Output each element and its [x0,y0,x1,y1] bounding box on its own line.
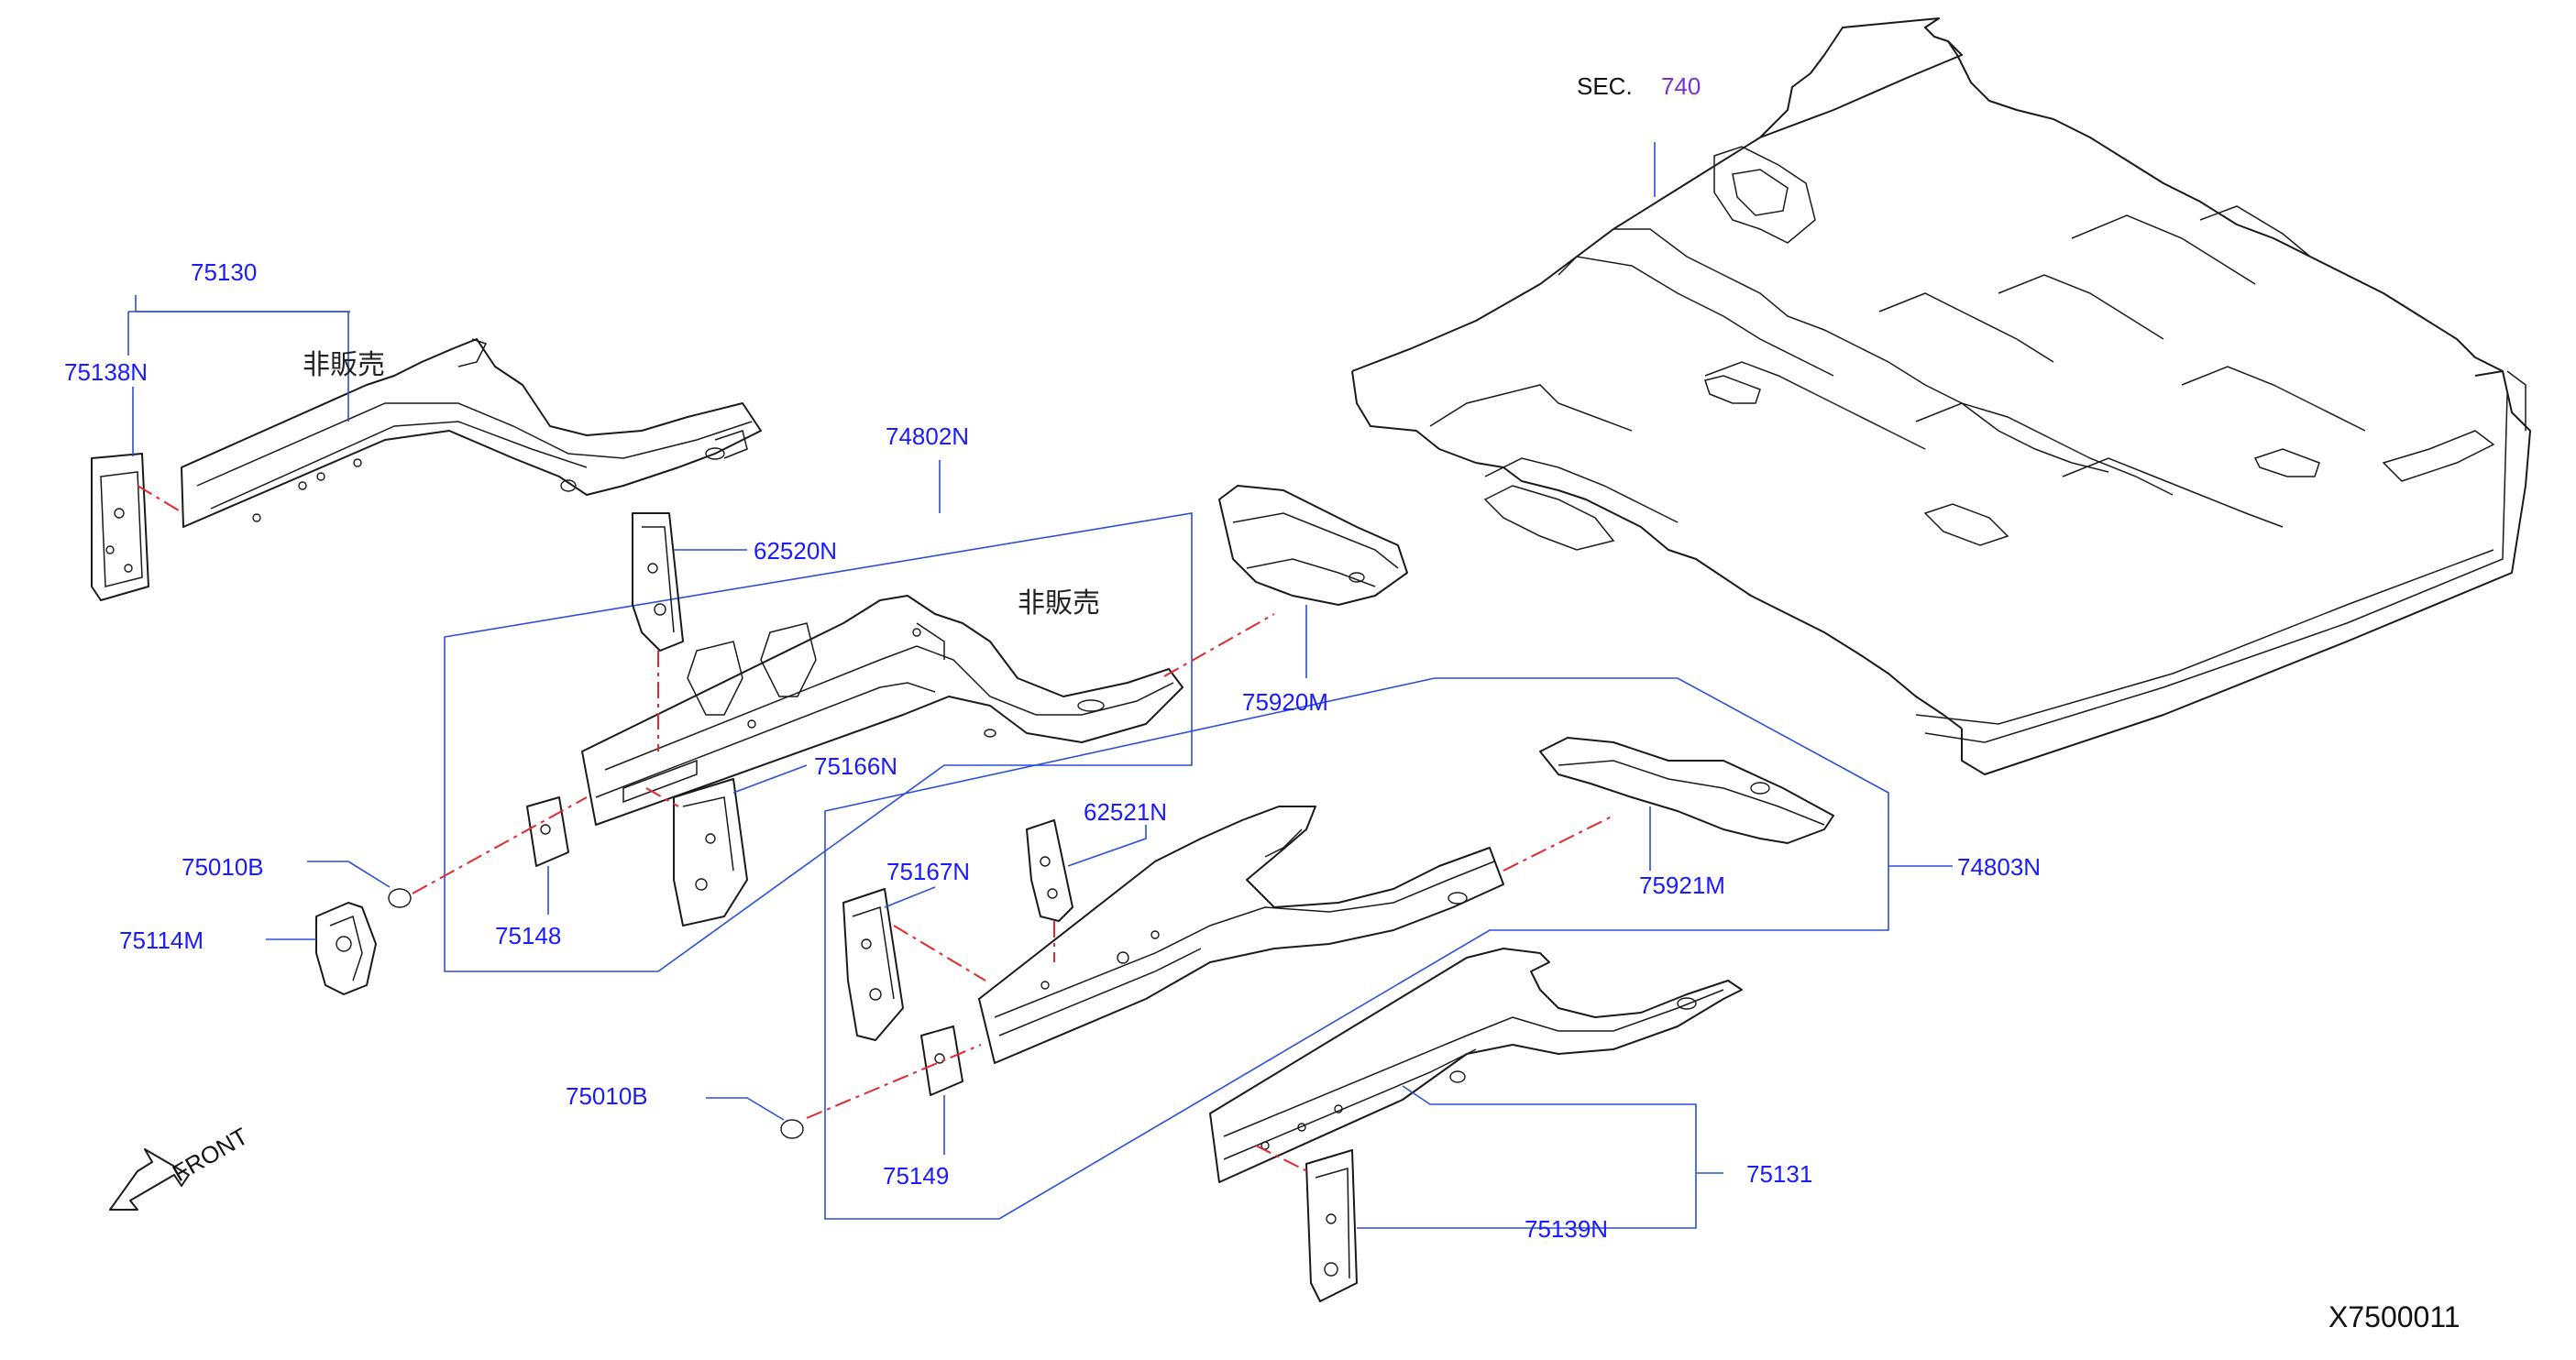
bracket-75139N [1305,1149,1358,1302]
part-label-75010B-a[interactable]: 75010B [182,853,264,881]
upper-left-rail [91,338,762,601]
left-side-member [581,595,1183,826]
part-label-62520N[interactable]: 62520N [754,537,837,565]
bracket-75920M [1163,485,1408,678]
nut-75010B-a [388,888,412,908]
part-label-75149[interactable]: 75149 [883,1162,949,1190]
bracket-75167N [842,886,986,1041]
floor-panel [1351,17,2531,775]
bracket-75149 [806,1025,982,1155]
bracket-75921M [1539,737,1834,871]
sec-number-link[interactable]: 740 [1661,72,1701,100]
part-label-75010B-b[interactable]: 75010B [566,1082,648,1110]
bracket-75138N [91,453,149,601]
not-sold-label-2: 非販売 [1018,588,1100,619]
leader-75130 [135,295,350,313]
box-74802N [444,512,1193,972]
part-label-62521N[interactable]: 62521N [1084,798,1167,826]
front-arrow-icon [109,1148,190,1211]
part-label-74803N[interactable]: 74803N [1957,853,2041,881]
not-sold-label-1: 非販売 [303,350,385,380]
part-label-75130[interactable]: 75130 [191,258,257,286]
part-label-75166N[interactable]: 75166N [814,752,897,780]
bracket-75166N [645,764,808,927]
mount-75114M [266,796,588,995]
part-label-75167N[interactable]: 75167N [886,858,970,885]
bracket-62520N [632,512,747,751]
bracket-75148 [526,796,569,915]
part-label-75138N[interactable]: 75138N [64,358,148,386]
bracket-62521N [1026,819,1147,962]
part-label-75139N[interactable]: 75139N [1525,1215,1608,1243]
part-label-74802N[interactable]: 74802N [886,422,969,450]
part-label-75920M[interactable]: 75920M [1242,688,1328,716]
part-label-75114M[interactable]: 75114M [119,927,204,954]
front-label: FRONT [168,1122,253,1187]
nut-75010B-b [706,1097,804,1139]
part-label-75921M[interactable]: 75921M [1639,872,1725,899]
diagram-id: X7500011 [2328,1300,2460,1333]
part-label-75148[interactable]: 75148 [495,922,561,949]
right-side-member [978,806,1614,1064]
box-74803N [824,677,1889,1220]
sec-prefix: SEC. [1577,72,1633,100]
lower-right-rail [1209,948,1743,1302]
part-label-75131[interactable]: 75131 [1746,1160,1812,1188]
